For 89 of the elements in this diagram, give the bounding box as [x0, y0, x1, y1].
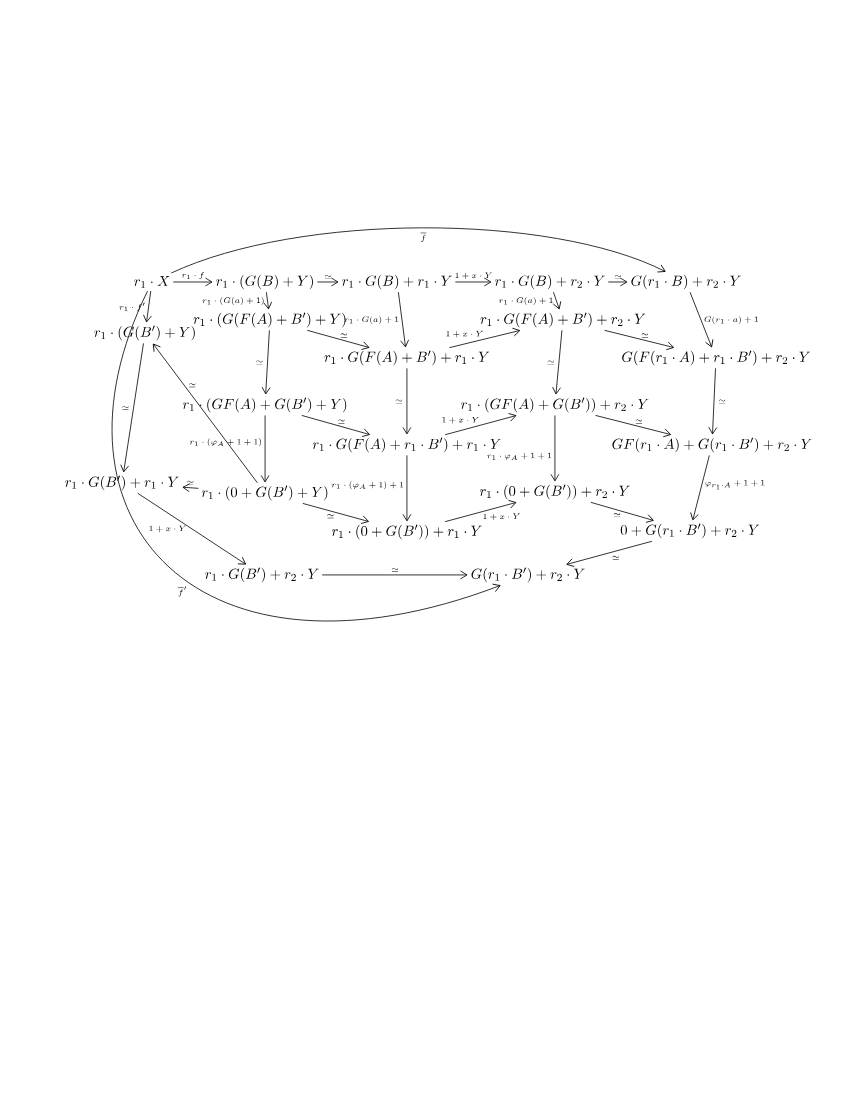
arrow: [590, 501, 654, 523]
edge-label: $1+x\cdot Y$: [149, 525, 186, 533]
edge-label: $\simeq$: [340, 333, 347, 338]
arrow: [566, 540, 653, 567]
math-expression: $r_1\cdot(GF(A)+G(B'))+r_2\cdot Y$: [461, 397, 649, 413]
edge-label: $1+x\cdot Y$: [455, 272, 492, 280]
edge-label: $\varphi_{r_1\cdot A}+1+1$: [705, 480, 765, 490]
math-expression: $G(r_1\cdot B)+r_2\cdot Y$: [631, 274, 741, 290]
arrow: [595, 415, 672, 438]
edge-label: $r_1\cdot(\varphi_A+1)+1$: [331, 481, 404, 490]
edge-label: $r_1\cdot(\varphi_A+1+1)$: [189, 438, 262, 447]
math-expression: $r_1\cdot(G(F(A)+B')+Y)$: [193, 312, 346, 328]
edge-label: $\simeq$: [641, 333, 648, 338]
edge-label: $\simeq$: [613, 513, 621, 518]
edge-label: $\overline{f}$: [420, 232, 427, 242]
math-expression: $0+G(r_1\cdot B')+r_2\cdot Y$: [620, 523, 760, 539]
edge-label: $r_1\cdot f$: [181, 271, 204, 280]
edge-label: $r_1\cdot f'$: [119, 302, 145, 312]
edge-label: $G(r_1\cdot a)+1$: [704, 315, 758, 324]
arrow: [137, 492, 247, 565]
arrow: [552, 291, 562, 310]
edge-label: $\simeq$: [327, 514, 334, 519]
arrow: [143, 290, 152, 323]
edge-label: $1+x\cdot Y$: [483, 513, 520, 521]
edge-label: $\simeq$: [614, 275, 622, 280]
math-expression: $r_1\cdot G(B)+r_1\cdot Y$: [342, 274, 452, 290]
edge-label: $1+x\cdot Y$: [442, 416, 479, 424]
arrow: [689, 291, 714, 348]
edge-label: $\simeq$: [635, 419, 642, 424]
arrow: [261, 329, 271, 395]
arrow: [552, 329, 563, 395]
arrow: [172, 277, 213, 287]
math-expression: $r_1\cdot(0+G(B'))+r_2\cdot Y$: [479, 484, 630, 500]
edge-label: $\simeq$: [395, 399, 402, 404]
math-expression: $r_1\cdot(0+G(B'))+r_1\cdot Y$: [331, 524, 482, 540]
math-expression: $r_1\cdot(GF(A)+G(B')+Y)$: [182, 397, 347, 413]
arrow: [402, 455, 412, 522]
edge-label: $\simeq$: [547, 360, 554, 365]
arrow: [444, 500, 517, 523]
edge-label: $\simeq$: [189, 383, 196, 388]
arrow: [398, 291, 409, 348]
math-expression: $r_1\cdot G(F(A)+B')+r_2\cdot Y$: [480, 312, 646, 328]
arrow: [604, 329, 675, 351]
arrow: [302, 503, 369, 524]
math-expression: $r_1\cdot G(F(A)+r_1\cdot B')+r_1\cdot Y$: [312, 437, 501, 453]
edge-label: $1+x\cdot Y$: [446, 330, 483, 338]
edge-label: $r_1\cdot\varphi_A+1+1$: [487, 452, 552, 460]
math-expression: $r_1\cdot(G(B)+Y)$: [216, 274, 313, 290]
arrow: [263, 291, 273, 310]
edge-label: $\simeq$: [338, 419, 345, 424]
edge-label: $\simeq$: [256, 360, 263, 365]
math-expression: $r_1\cdot G(B')+r_2\cdot Y$: [205, 567, 319, 583]
math-expression: $r_1\cdot X$: [134, 275, 170, 289]
arrow: [690, 455, 710, 521]
math-expression: $r_1\cdot(0+G(B')+Y)$: [201, 485, 328, 501]
arrow: [454, 277, 492, 287]
math-expression: $r_1\cdot G(B')+r_1\cdot Y$: [65, 475, 179, 491]
arrow: [402, 367, 412, 435]
arrow: [448, 327, 521, 349]
math-expression: $r_1\cdot G(F(A)+B')+r_1\cdot Y$: [324, 350, 490, 366]
edge-label: $\simeq$: [719, 399, 726, 404]
arrow: [170, 227, 666, 274]
edge-label: $\simeq$: [324, 275, 332, 280]
edge-label: $\simeq$: [122, 405, 129, 411]
edge-label: $\simeq$: [391, 567, 399, 572]
arrow: [444, 413, 517, 436]
math-expression: $G(F(r_1\cdot A)+r_1\cdot B')+r_2\cdot Y$: [622, 350, 810, 366]
arrow: [152, 343, 258, 484]
arrow: [301, 415, 370, 437]
math-expression: $G(r_1\cdot B')+r_2\cdot Y$: [471, 567, 585, 583]
math-expression: $r_1\cdot(G(B')+Y)$: [94, 325, 195, 341]
arrow: [120, 343, 144, 473]
math-expression: $GF(r_1\cdot A)+G(r_1\cdot B')+r_2\cdot Y$: [612, 437, 812, 453]
arrow: [182, 483, 199, 493]
arrow: [321, 570, 468, 580]
arrow: [112, 290, 501, 621]
arrow: [260, 415, 270, 483]
arrow: [550, 415, 560, 482]
edge-label: $\simeq$: [612, 555, 619, 560]
arrow: [316, 277, 339, 287]
math-expression: $r_1\cdot G(B)+r_2\cdot Y$: [495, 274, 605, 290]
edge-label: $r_1\cdot(G(a)+1)$: [202, 296, 264, 305]
edge-label: $r_1\cdot G(a)+1$: [499, 296, 553, 305]
arrow: [708, 367, 718, 435]
edge-label: $\simeq$: [187, 480, 194, 485]
arrow: [306, 329, 370, 350]
edge-label: $\overline{f}'$: [177, 586, 187, 597]
arrow: [607, 277, 628, 287]
edge-label: $r_1\cdot G(a)+1$: [344, 315, 399, 324]
